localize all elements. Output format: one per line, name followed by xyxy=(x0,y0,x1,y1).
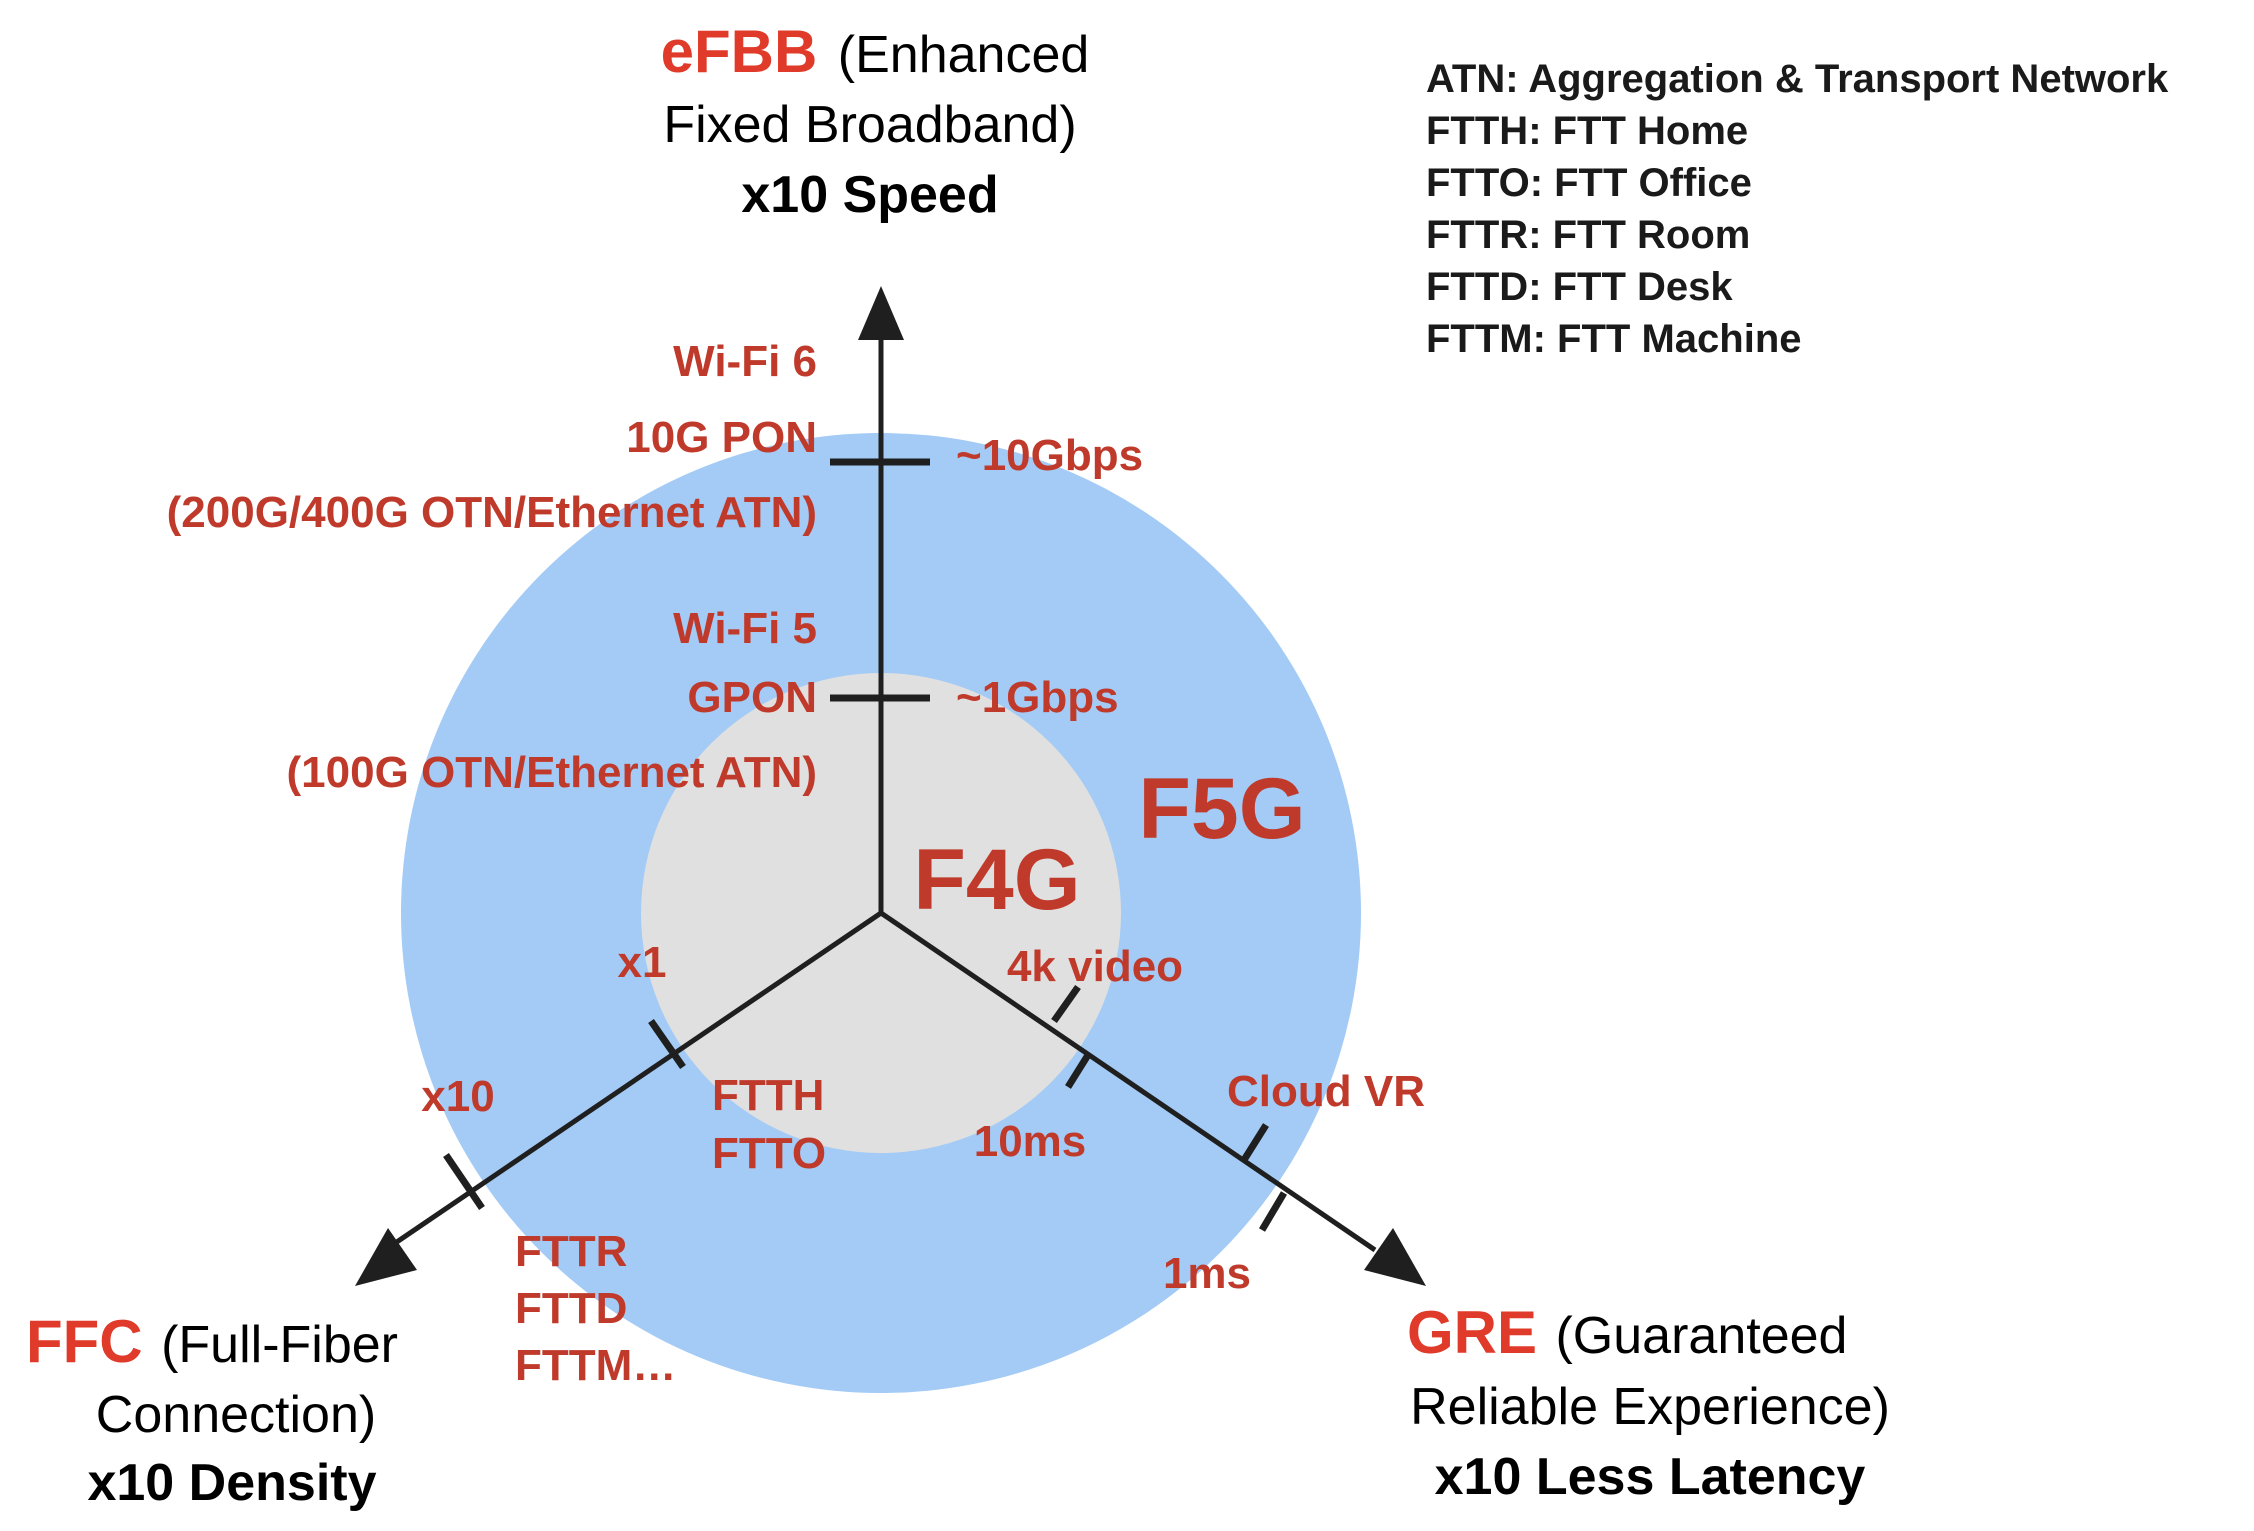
efbb-acronym: eFBB xyxy=(661,18,818,85)
left-outer-label-1: FTTR xyxy=(515,1227,627,1276)
top-inner-label-3: (100G OTN/Ethernet ATN) xyxy=(287,748,818,797)
abbreviation-legend: ATN: Aggregation & Transport Network FTT… xyxy=(1426,57,2169,361)
tick-left-outer xyxy=(443,1153,485,1210)
gre-desc-2: Reliable Experience) xyxy=(1410,1378,1890,1436)
gre-acronym: GRE xyxy=(1407,1299,1537,1366)
top-inner-label-2: GPON xyxy=(687,673,817,722)
arrowheads xyxy=(355,286,1426,1286)
axis-ticks xyxy=(443,458,1288,1232)
legend-item: FTTH: FTT Home xyxy=(1426,109,1748,153)
tick-right-inner-b xyxy=(1065,1053,1091,1089)
axis-lines xyxy=(383,330,1377,1253)
right-inner-app: 4k video xyxy=(1007,942,1183,991)
right-axis-title: GRE (Guaranteed xyxy=(1407,1299,1847,1366)
ffc-desc-1: (Full-Fiber xyxy=(161,1316,398,1374)
legend-item: FTTM: FTT Machine xyxy=(1426,317,1802,361)
right-outer-app: Cloud VR xyxy=(1227,1067,1425,1116)
efbb-metric: x10 Speed xyxy=(741,166,998,224)
tick-right-inner-a xyxy=(1051,984,1081,1024)
top-inner-label-1: Wi-Fi 5 xyxy=(673,604,817,653)
arrowhead-top-icon xyxy=(858,286,904,340)
top-outer-label-2: 10G PON xyxy=(626,413,817,462)
ffc-desc-2: Connection) xyxy=(96,1386,376,1444)
legend-item: FTTD: FTT Desk xyxy=(1426,265,1733,309)
left-inner-value: x1 xyxy=(618,938,667,987)
efbb-desc-2: Fixed Broadband) xyxy=(663,96,1076,154)
left-axis-title: FFC (Full-Fiber xyxy=(26,1308,398,1375)
arrowhead-right-icon xyxy=(1364,1228,1426,1286)
legend-item: FTTR: FTT Room xyxy=(1426,213,1750,257)
axis-right xyxy=(879,910,1377,1253)
top-inner-value: ~1Gbps xyxy=(956,673,1119,722)
gre-metric: x10 Less Latency xyxy=(1435,1448,1866,1506)
ffc-acronym: FFC xyxy=(26,1308,143,1375)
legend-item: FTTO: FTT Office xyxy=(1426,161,1752,205)
ffc-metric: x10 Density xyxy=(87,1454,376,1512)
top-outer-value: ~10Gbps xyxy=(956,431,1143,480)
tick-right-outer-a xyxy=(1241,1123,1269,1162)
f5g-label: F5G xyxy=(1138,761,1305,857)
left-outer-value: x10 xyxy=(421,1072,494,1121)
arrowhead-left-icon xyxy=(355,1228,417,1286)
top-axis-title: eFBB (Enhanced xyxy=(661,18,1090,85)
top-outer-label-3: (200G/400G OTN/Ethernet ATN) xyxy=(167,488,817,537)
left-inner-label-1: FTTH xyxy=(712,1071,824,1120)
left-inner-label-2: FTTO xyxy=(712,1129,826,1178)
f4g-label: F4G xyxy=(913,832,1080,928)
right-inner-value: 10ms xyxy=(974,1117,1087,1166)
left-outer-label-3: FTTM… xyxy=(515,1341,676,1390)
legend-item: ATN: Aggregation & Transport Network xyxy=(1426,57,2169,101)
gre-desc-1: (Guaranteed xyxy=(1555,1307,1847,1365)
left-outer-label-2: FTTD xyxy=(515,1284,627,1333)
tick-left-inner xyxy=(648,1019,686,1069)
axis-left xyxy=(383,910,883,1253)
top-outer-label-1: Wi-Fi 6 xyxy=(673,337,817,386)
efbb-desc-1: (Enhanced xyxy=(838,26,1090,84)
right-outer-value: 1ms xyxy=(1163,1249,1251,1298)
tick-right-outer-b xyxy=(1258,1191,1288,1232)
